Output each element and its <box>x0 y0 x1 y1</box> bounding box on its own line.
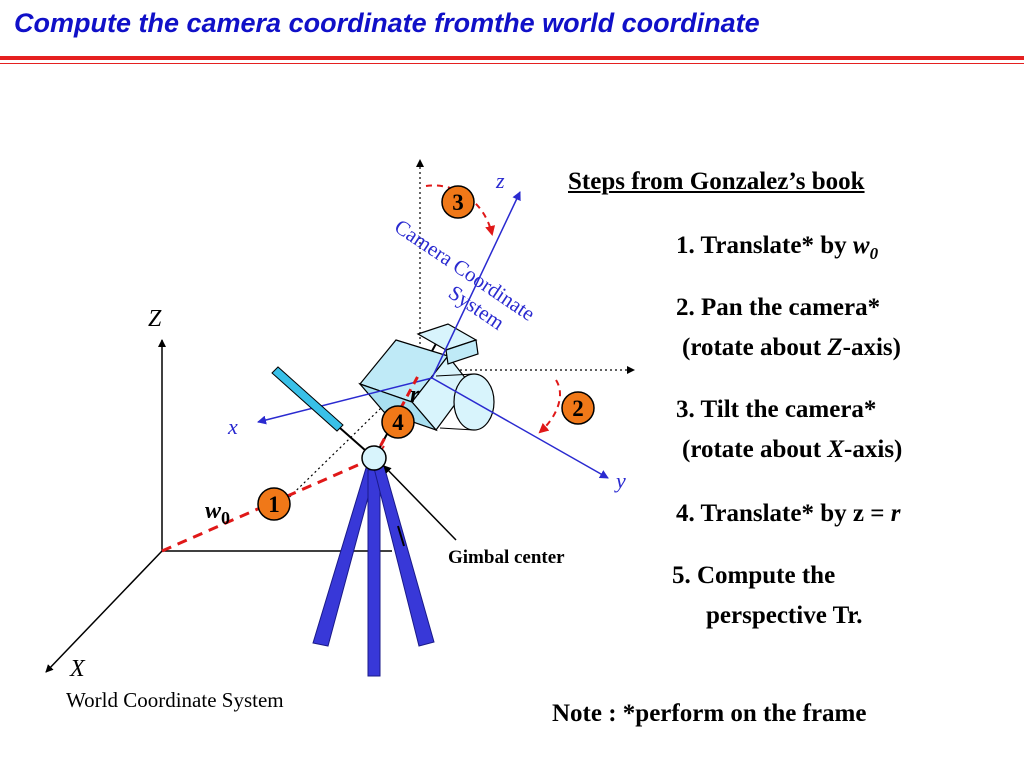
world-x-axis <box>45 550 163 673</box>
world-x-label: X <box>69 656 86 682</box>
step-marker-1: 1 <box>257 487 291 521</box>
leg-tick-mark <box>397 525 405 547</box>
w0-label: w0 <box>205 498 230 528</box>
title-underline-thick <box>0 56 1024 60</box>
pan-rotation-arrow <box>538 379 561 434</box>
tripod-leg-center <box>367 469 381 677</box>
r-label: r <box>410 382 420 408</box>
w0-translation-dashed <box>161 456 375 553</box>
camera-z-axis <box>431 191 521 379</box>
step-marker-3: 3 <box>441 185 475 219</box>
slide-title: Compute the camera coordinate fromthe wo… <box>14 8 760 38</box>
world-z-label: Z <box>148 306 162 332</box>
svg-text:1: 1 <box>268 492 280 517</box>
svg-text:4: 4 <box>392 410 404 435</box>
gimbal-pointer-line <box>383 465 457 541</box>
camera-y-axis <box>431 377 609 479</box>
tripod-leg-right <box>373 465 435 647</box>
camera-x-axis <box>257 377 433 425</box>
tilt-handle-bar <box>271 366 344 432</box>
camera-z-label: z <box>495 168 505 193</box>
gimbal-center-circle <box>361 445 387 471</box>
camera-body <box>358 323 495 432</box>
svg-text:3: 3 <box>452 190 464 215</box>
svg-text:2: 2 <box>572 396 584 421</box>
gimbal-center-label: Gimbal center <box>448 547 565 568</box>
camera-y-label: y <box>614 468 626 493</box>
tilt-rotation-arrow <box>425 184 496 236</box>
step-marker-4: 4 <box>381 405 415 439</box>
title-underline-thin <box>0 63 1024 64</box>
camera-x-label: x <box>227 414 238 439</box>
tripod-leg-left <box>312 467 377 647</box>
world-coordinate-caption: World Coordinate System <box>66 688 284 712</box>
step-marker-2: 2 <box>561 391 595 425</box>
